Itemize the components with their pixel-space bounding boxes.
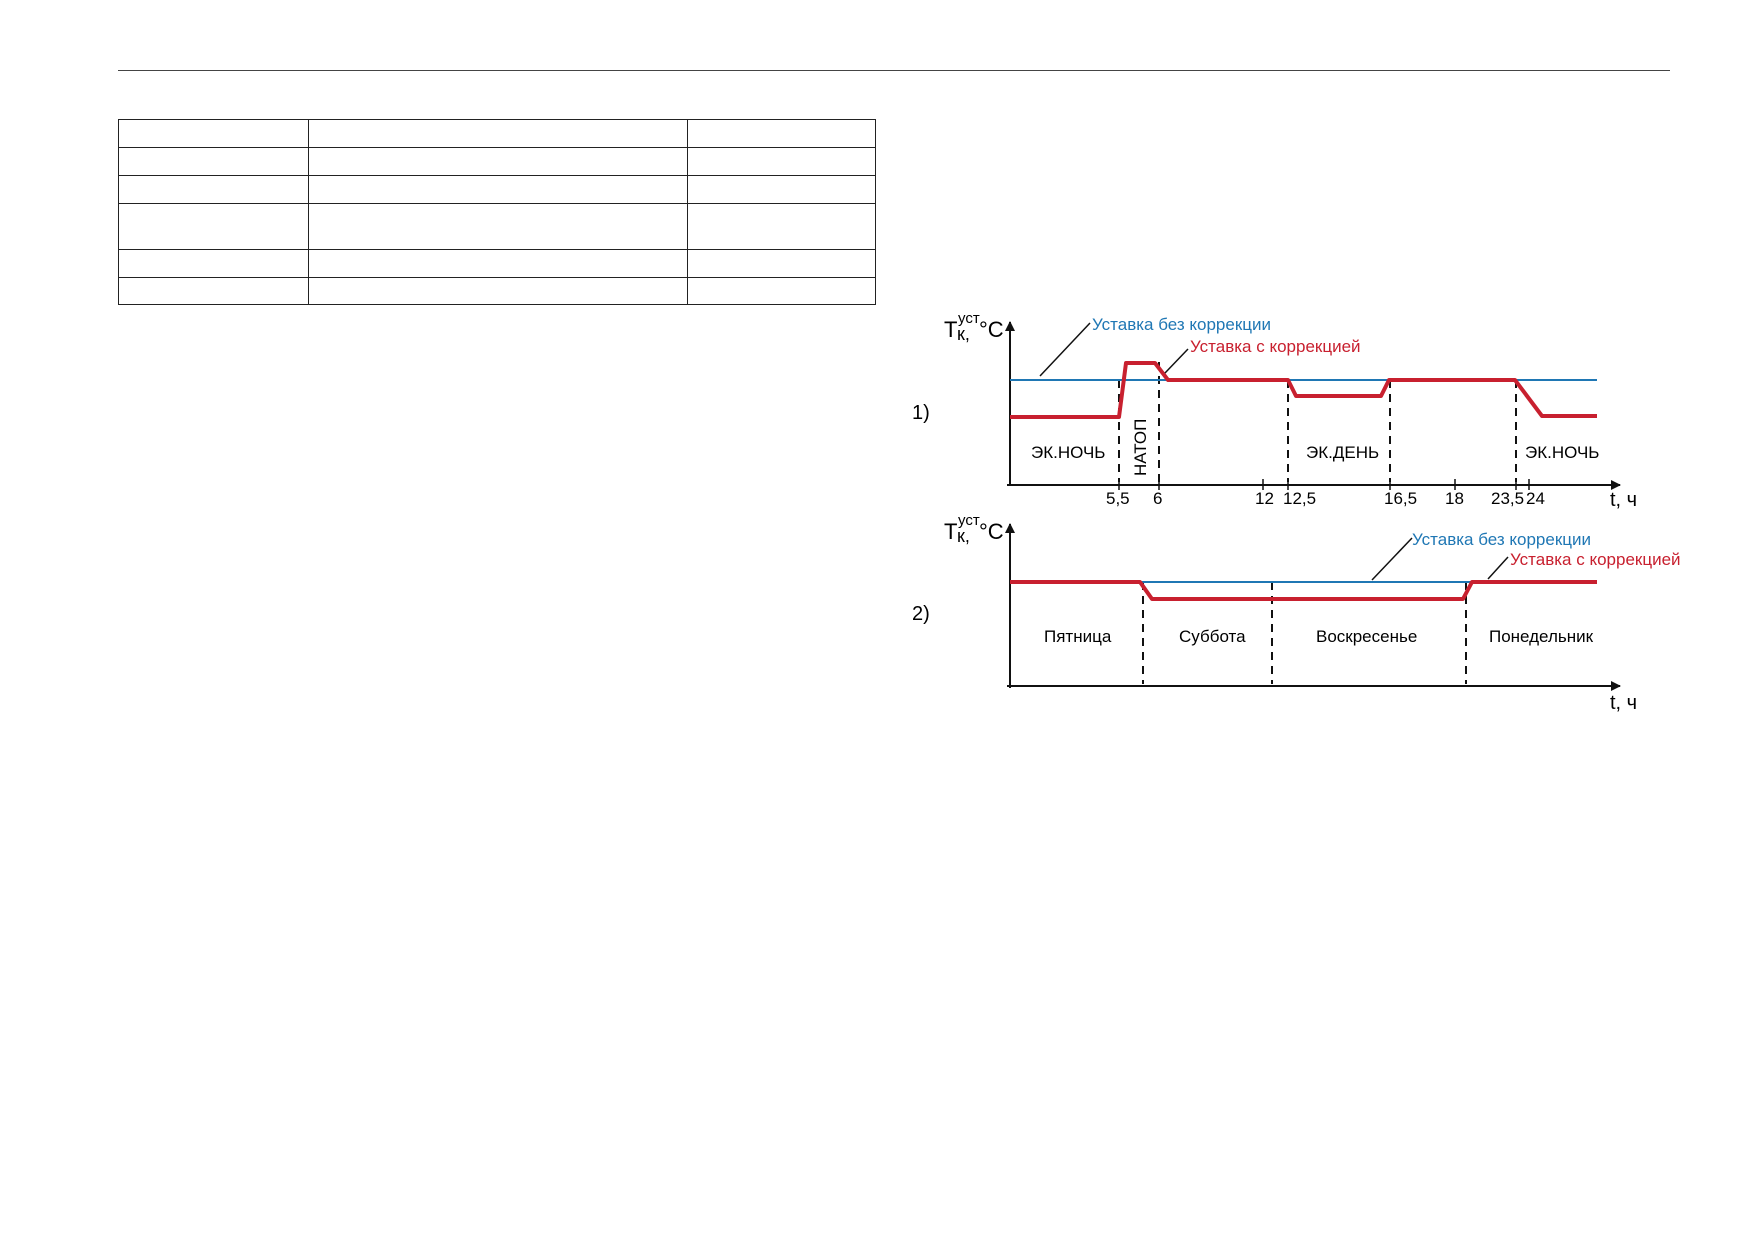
table-cell [118, 175, 309, 204]
y-axis-title-unit: °C [979, 519, 1004, 544]
legend-without-correction: Уставка без коррекции [1412, 530, 1591, 549]
tick-label: 24 [1526, 489, 1545, 508]
empty-table [118, 119, 876, 305]
table-cell [307, 147, 689, 176]
panel-1-period-boundaries [1118, 362, 1517, 482]
panel-1-label: 1) [912, 402, 930, 424]
header-rule [118, 70, 1670, 71]
day-label: Воскресенье [1316, 627, 1417, 646]
table-cell [307, 203, 689, 250]
legend-pointer [1371, 537, 1413, 581]
y-axis-title-sup: уст [958, 310, 980, 327]
legend-with-correction: Уставка с коррекцией [1510, 550, 1681, 569]
table-row [118, 203, 876, 250]
tick-label: 5,5 [1106, 489, 1130, 508]
tick-label: 16,5 [1384, 489, 1417, 508]
y-axis-title-unit: °C [979, 317, 1004, 342]
table-row [118, 175, 876, 204]
tick-label: 18 [1445, 489, 1464, 508]
table-cell [307, 175, 689, 204]
panel-1-setpoint-with-correction [1010, 361, 1597, 419]
day-label: Пятница [1044, 627, 1112, 646]
tick-label: 6 [1153, 489, 1162, 508]
y-axis-title-sup: уст [958, 512, 980, 529]
table-row [118, 249, 876, 278]
table-cell [118, 277, 309, 305]
panel-1-tick-labels: 5,5 6 12 12,5 16,5 18 23,5 24 [1106, 489, 1545, 508]
y-axis-title-sub: к, [957, 324, 970, 344]
tick-label: 12,5 [1283, 489, 1316, 508]
panel-2: 2) T к, уст °C t, ч Уставка без коррекци… [912, 512, 1681, 714]
mode-label: ЭК.ДЕНЬ [1306, 443, 1379, 462]
panel-2-y-axis-title: T к, уст °C [944, 512, 1004, 546]
mode-label: ЭК.НОЧЬ [1031, 443, 1105, 462]
panel-1: 1) T к, уст °C t, ч 5,5 6 12 12,5 [912, 310, 1637, 511]
y-axis-title-main: T [944, 317, 957, 342]
day-label: Понедельник [1489, 627, 1594, 646]
y-axis-title-main: T [944, 519, 957, 544]
table-cell [687, 203, 876, 250]
table-cell [118, 249, 309, 278]
panel-1-x-axis-label: t, ч [1610, 489, 1637, 511]
panel-2-label: 2) [912, 603, 930, 625]
mode-label: НАТОП [1131, 419, 1150, 476]
legend-pointer [1487, 556, 1509, 580]
tick-label: 12 [1255, 489, 1274, 508]
panel-2-setpoint-with-correction [1010, 580, 1597, 601]
table-cell [687, 277, 876, 305]
legend-pointer [1039, 322, 1091, 377]
legend-without-correction: Уставка без коррекции [1092, 315, 1271, 334]
table-cell [687, 175, 876, 204]
panel-1-y-axis-title: T к, уст °C [944, 310, 1004, 344]
y-axis-title-sub: к, [957, 526, 970, 546]
table-row [118, 277, 876, 305]
day-label: Суббота [1179, 627, 1246, 646]
mode-label: ЭК.НОЧЬ [1525, 443, 1599, 462]
legend-pointer [1164, 348, 1189, 374]
tick-label: 23,5 [1491, 489, 1524, 508]
legend-with-correction: Уставка с коррекцией [1190, 337, 1361, 356]
panel-2-x-axis-label: t, ч [1610, 692, 1637, 714]
table-cell [307, 277, 689, 305]
